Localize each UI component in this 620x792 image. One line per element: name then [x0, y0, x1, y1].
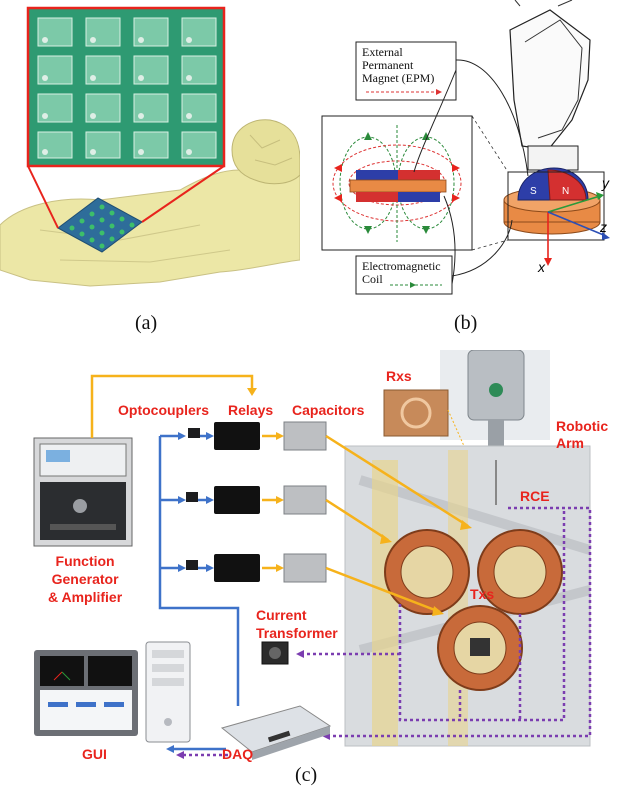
label-optocouplers: Optocouplers: [118, 402, 210, 418]
epm-label-box: [355, 41, 457, 101]
caption-c: (c): [295, 764, 318, 786]
tx-coils: [384, 529, 563, 691]
panel-b: S N x y z: [310, 0, 620, 300]
caption-b: (b): [454, 312, 478, 334]
label-current-transformer: Current Transformer: [256, 607, 338, 641]
label-capacitors: Capacitors: [292, 402, 365, 418]
field-coil: [349, 179, 447, 193]
coil-label: Electromagnetic Coil: [362, 259, 441, 286]
label-rxs: Rxs: [386, 368, 412, 384]
label-txs: Txs: [470, 586, 495, 602]
pole-label-s: S: [530, 186, 537, 197]
label-relays: Relays: [228, 402, 274, 418]
coil-label-box: [355, 255, 453, 295]
panel-c-illustration: [33, 349, 592, 760]
label-gui: GUI: [82, 746, 107, 762]
pole-label-n: N: [562, 186, 569, 197]
axis-z: z: [599, 219, 607, 235]
axis-x: x: [537, 259, 546, 275]
panel-a: [0, 0, 301, 300]
panel-a-illustration: [0, 6, 301, 287]
label-daq: DAQ: [222, 746, 254, 762]
epm-label: External Permanent Magnet (EPM): [362, 45, 435, 85]
panel-c: Optocouplers Relays Capacitors Rxs Robot…: [0, 349, 620, 762]
robot-arm: [509, 9, 591, 151]
label-robotic-arm: Robotic Arm: [556, 418, 609, 451]
rxs-inset: [383, 389, 449, 437]
axis-y: y: [601, 175, 610, 191]
label-function-generator: Function Generator & Amplifier: [48, 553, 123, 605]
capacitors: [283, 421, 327, 583]
caption-a: (a): [135, 312, 158, 334]
panel-b-illustration: S N x y z: [321, 0, 610, 295]
optocouplers: [186, 428, 200, 570]
relays: [214, 422, 260, 582]
label-rce: RCE: [520, 488, 550, 504]
